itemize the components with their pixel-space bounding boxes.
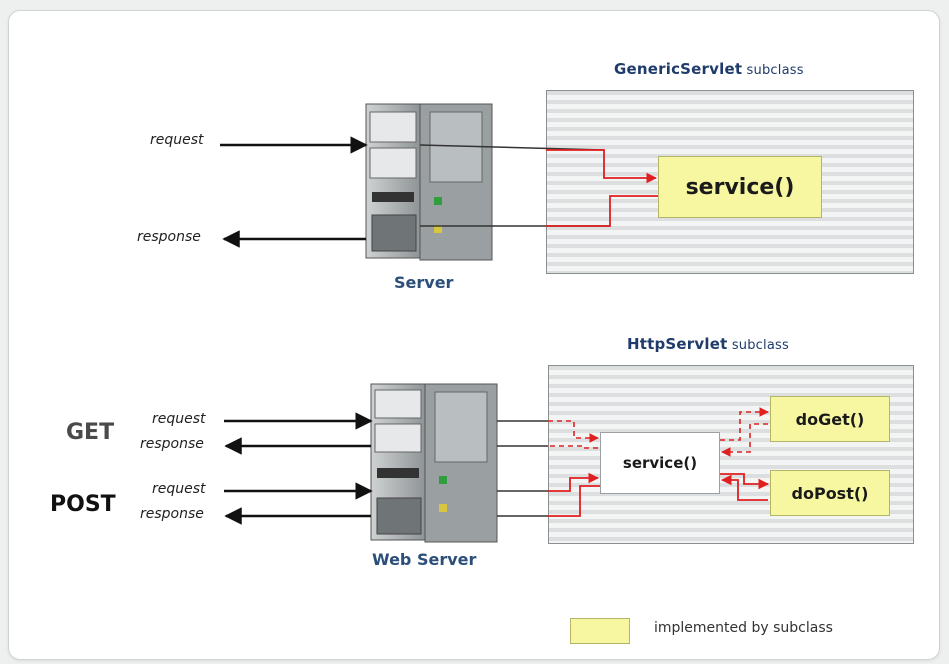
- httpservlet-title-rest: subclass: [727, 338, 789, 353]
- web-server-caption: Web Server: [372, 550, 477, 569]
- genericservlet-title-bold: GenericServlet: [614, 60, 743, 78]
- genericservlet-title-rest: subclass: [742, 63, 804, 78]
- server-caption: Server: [394, 273, 454, 292]
- get-method-label: GET: [66, 420, 115, 445]
- doget-box: doGet(): [770, 396, 890, 442]
- dopost-box: doPost(): [770, 470, 890, 516]
- server-icon: [365, 103, 493, 261]
- web-server-icon: [370, 383, 498, 543]
- legend-label: implemented by subclass: [654, 620, 833, 636]
- httpservlet-title-bold: HttpServlet: [627, 335, 728, 353]
- service-box-http: service(): [600, 432, 720, 494]
- genericservlet-title: GenericServlet subclass: [614, 60, 804, 78]
- service-box-generic: service(): [658, 156, 822, 218]
- post-method-label: POST: [50, 492, 116, 517]
- get-response-label: response: [140, 436, 204, 452]
- legend-swatch: [570, 618, 630, 644]
- get-request-label: request: [152, 411, 206, 427]
- top-request-label: request: [150, 132, 204, 148]
- top-response-label: response: [137, 229, 201, 245]
- post-request-label: request: [152, 481, 206, 497]
- httpservlet-title: HttpServlet subclass: [627, 335, 789, 353]
- post-response-label: response: [140, 506, 204, 522]
